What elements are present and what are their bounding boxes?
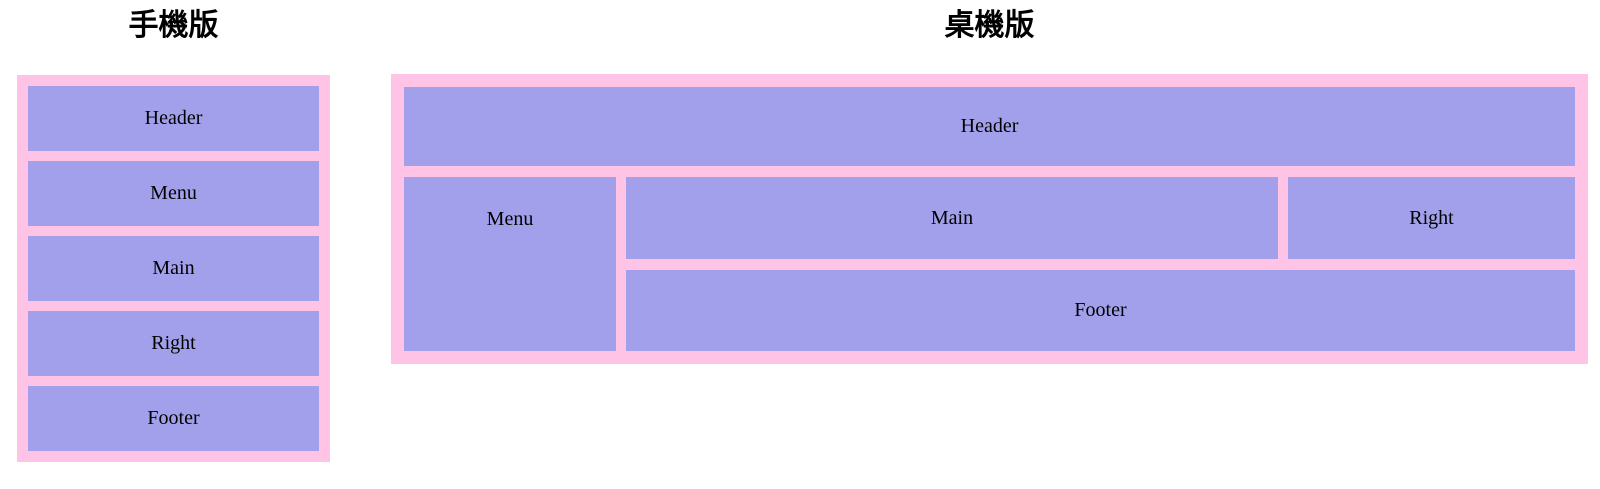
- desktop-menu-box: Menu: [404, 177, 616, 351]
- desktop-layout-panel: 桌機版 Header Menu Main Right Footer: [391, 0, 1588, 364]
- mobile-version-title: 手機版: [128, 9, 219, 42]
- desktop-wireframe-container: Header Menu Main Right Footer: [391, 74, 1588, 364]
- desktop-header-box: Header: [404, 87, 1575, 166]
- desktop-footer-box: Footer: [626, 270, 1575, 351]
- mobile-wireframe-container: Header Menu Main Right Footer: [17, 75, 330, 462]
- mobile-right-box: Right: [28, 311, 319, 376]
- mobile-main-box: Main: [28, 236, 319, 301]
- mobile-footer-box: Footer: [28, 386, 319, 451]
- desktop-main-box: Main: [626, 177, 1278, 259]
- mobile-menu-box: Menu: [28, 161, 319, 226]
- desktop-version-title: 桌機版: [944, 9, 1035, 42]
- mobile-layout-panel: 手機版 Header Menu Main Right Footer: [17, 0, 330, 462]
- desktop-right-box: Right: [1288, 177, 1575, 259]
- mobile-header-box: Header: [28, 86, 319, 151]
